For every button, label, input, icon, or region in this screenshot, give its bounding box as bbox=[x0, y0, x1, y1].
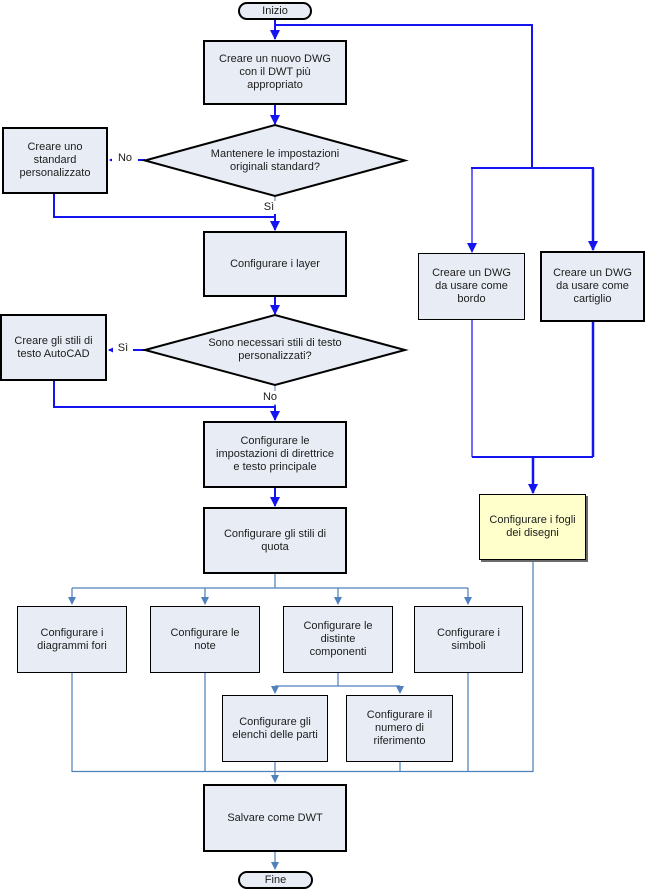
step-configure-drawing-sheets-label: Configurare i fogli dei disegni bbox=[489, 514, 576, 539]
edge-label-no-keep-standard: No bbox=[112, 152, 138, 165]
decision-text-styles-label: Sono necessari stili di testo personaliz… bbox=[208, 337, 342, 362]
terminator-start: Inizio bbox=[238, 2, 312, 20]
edge-label-no-text-styles: No bbox=[257, 391, 283, 404]
step-create-new-dwg: Creare un nuovo DWG con il DWT più appro… bbox=[203, 40, 347, 105]
step-configure-drawing-sheets: Configurare i fogli dei disegni bbox=[479, 494, 586, 560]
step-configure-boms-label: Configurare le distinte componenti bbox=[303, 620, 373, 658]
step-configure-parts-lists-label: Configurare gli elenchi delle parti bbox=[232, 715, 318, 741]
step-create-autocad-text-styles-label: Creare gli stili di testo AutoCAD bbox=[14, 334, 93, 360]
step-create-border-dwg-label: Creare un DWG da usare come bordo bbox=[432, 267, 511, 305]
step-configure-symbols: Configurare i simboli bbox=[414, 606, 523, 673]
step-create-titleblock-dwg: Creare un DWG da usare come cartiglio bbox=[540, 251, 645, 322]
step-create-titleblock-dwg-label: Creare un DWG da usare come cartiglio bbox=[553, 267, 632, 305]
step-configure-dimension-styles-label: Configurare gli stili di quota bbox=[223, 527, 327, 553]
step-configure-hole-charts: Configurare i diagrammi fori bbox=[17, 606, 127, 673]
step-configure-layers: Configurare i layer bbox=[203, 231, 347, 297]
decision-text-styles: Sono necessari stili di testo personaliz… bbox=[150, 315, 400, 385]
step-create-autocad-text-styles: Creare gli stili di testo AutoCAD bbox=[0, 314, 107, 381]
decision-shapes bbox=[141, 123, 409, 387]
step-configure-boms: Configurare le distinte componenti bbox=[283, 606, 393, 673]
step-configure-leader-settings: Configurare le impostazioni di direttric… bbox=[203, 421, 347, 488]
step-configure-hole-charts-label: Configurare i diagrammi fori bbox=[37, 626, 107, 652]
step-configure-notes: Configurare le note bbox=[150, 606, 260, 673]
step-create-border-dwg: Creare un DWG da usare come bordo bbox=[418, 253, 525, 320]
decision-keep-standard: Mantenere le impostazioni originali stan… bbox=[150, 125, 400, 196]
decision-keep-standard-shape bbox=[141, 123, 409, 198]
step-save-as-dwt-label: Salvare come DWT bbox=[227, 811, 323, 824]
step-configure-notes-label: Configurare le note bbox=[170, 626, 240, 652]
edge-label-yes-text-styles: Sì bbox=[113, 342, 133, 355]
step-configure-balloon-number-label: Configurare il numero di riferimento bbox=[366, 709, 433, 747]
step-configure-layers-label: Configurare i layer bbox=[230, 257, 320, 270]
step-save-as-dwt: Salvare come DWT bbox=[203, 784, 347, 852]
terminator-end: Fine bbox=[238, 871, 313, 889]
decision-keep-standard-label: Mantenere le impostazioni originali stan… bbox=[210, 147, 340, 173]
step-create-custom-standard: Creare uno standard personalizzato bbox=[2, 127, 108, 194]
flow-connectors-primary bbox=[53, 20, 598, 507]
step-create-new-dwg-label: Creare un nuovo DWG con il DWT più appro… bbox=[219, 53, 331, 91]
step-configure-balloon-number: Configurare il numero di riferimento bbox=[346, 695, 453, 762]
edge-label-yes-keep-standard: Sì bbox=[259, 201, 279, 214]
terminator-end-label: Fine bbox=[264, 873, 287, 886]
step-configure-dimension-styles: Configurare gli stili di quota bbox=[203, 507, 347, 574]
step-configure-leader-settings-label: Configurare le impostazioni di direttric… bbox=[216, 435, 334, 473]
step-create-custom-standard-label: Creare uno standard personalizzato bbox=[19, 141, 91, 179]
step-configure-parts-lists: Configurare gli elenchi delle parti bbox=[222, 695, 328, 762]
terminator-start-label: Inizio bbox=[262, 4, 288, 17]
flow-connectors-secondary bbox=[68, 196, 534, 870]
decision-text-styles-shape bbox=[141, 313, 409, 387]
step-configure-symbols-label: Configurare i simboli bbox=[437, 626, 500, 652]
